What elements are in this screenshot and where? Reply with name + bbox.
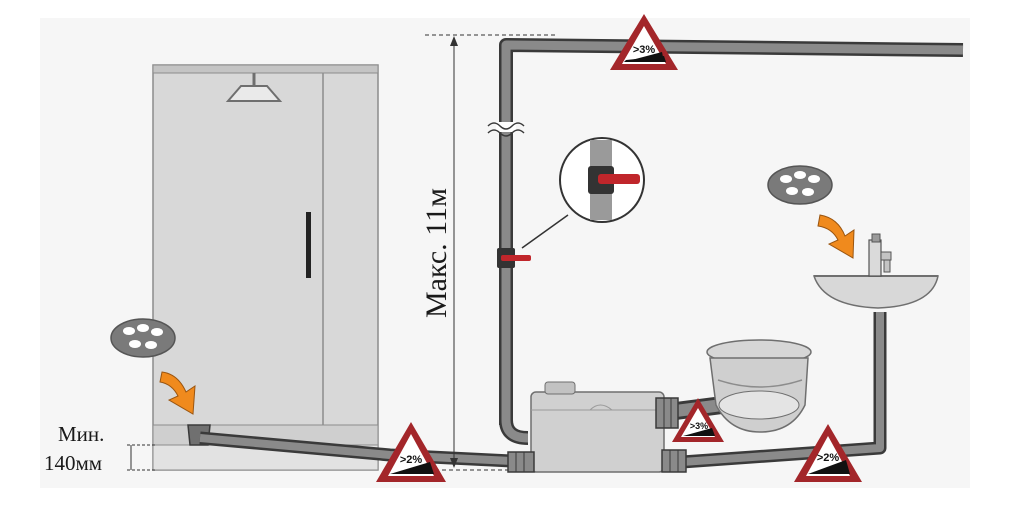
flow-arrow-icon [159, 371, 196, 415]
valve-callout-line [521, 214, 569, 249]
shower-head-icon [225, 73, 283, 102]
min-height-dimension [127, 444, 155, 471]
min-label-line2: 140мм [44, 451, 102, 475]
valve-detail-icon [559, 137, 645, 223]
pump-unit [507, 381, 687, 473]
slope-warning-toilet: >3% [672, 398, 724, 442]
height-dimension [400, 34, 555, 471]
slope-warning-top: >3% [610, 14, 678, 70]
wall-hung-toilet [706, 339, 812, 433]
ball-valve-icon [497, 248, 531, 268]
drain-grate-icon [110, 318, 176, 358]
door-handle [306, 212, 311, 278]
slope-label-sink: >2% [817, 452, 840, 464]
faucet-icon [868, 233, 892, 277]
slope-label-shower: >2% [400, 454, 423, 466]
min-label-line1: Мин. [58, 422, 104, 446]
slope-label-top: >3% [633, 44, 656, 56]
pipe-break-mark [487, 122, 525, 137]
max-height-label: Макс. 11м [420, 188, 453, 318]
slope-label-toilet: >3% [690, 421, 708, 431]
slope-warning-sink: >2% [794, 424, 862, 482]
slope-warning-shower: >2% [376, 422, 446, 482]
flow-arrow-icon [817, 214, 855, 259]
drain-grate-icon [767, 165, 833, 205]
